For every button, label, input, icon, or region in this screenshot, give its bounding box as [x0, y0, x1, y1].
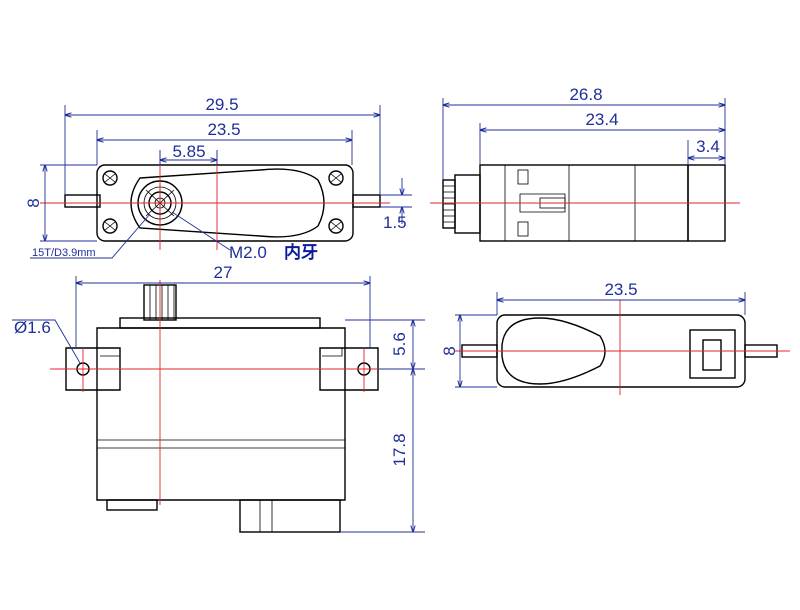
dim-27: 27 — [214, 263, 233, 282]
lid-outline — [130, 168, 325, 238]
cable-exit — [106, 499, 158, 511]
front-view: 27 Ø1.6 5.6 17.8 — [12, 263, 425, 532]
top-lid — [501, 317, 606, 385]
thread-label-cn: 内牙 — [284, 242, 318, 263]
connector-port — [689, 329, 736, 379]
dim-5-85: 5.85 — [172, 142, 205, 161]
front-body — [96, 327, 346, 501]
dim-hole-diameter: Ø1.6 — [14, 318, 51, 337]
dim-5-6: 5.6 — [390, 332, 409, 356]
front-right-tab — [319, 347, 379, 391]
top-view: 23.5 8 — [440, 280, 790, 395]
connector — [239, 499, 341, 533]
dim-17-8: 17.8 — [390, 433, 409, 466]
right-mount-tab — [352, 194, 381, 208]
left-mount-tab — [64, 194, 101, 208]
dim-26-8: 26.8 — [569, 85, 602, 104]
side-view: 26.8 23.4 3.4 — [430, 85, 740, 242]
dim-3-4: 3.4 — [696, 137, 720, 156]
dim-1-5: 1.5 — [383, 213, 407, 232]
dim-29-5: 29.5 — [205, 95, 238, 114]
dim-23-5-top: 23.5 — [604, 280, 637, 299]
dim-8: 8 — [24, 198, 43, 207]
thread-label: M2.0 — [229, 243, 267, 262]
dim-23-5: 23.5 — [207, 120, 240, 139]
spline-label: 15T/D3.9mm — [32, 247, 96, 259]
dim-8-top: 8 — [440, 346, 459, 355]
face-view: 29.5 23.5 5.85 8 1.5 15T/D3.9mm M2.0 内牙 — [24, 95, 412, 263]
dim-23-4: 23.4 — [585, 110, 618, 129]
gear-housing — [454, 174, 481, 234]
